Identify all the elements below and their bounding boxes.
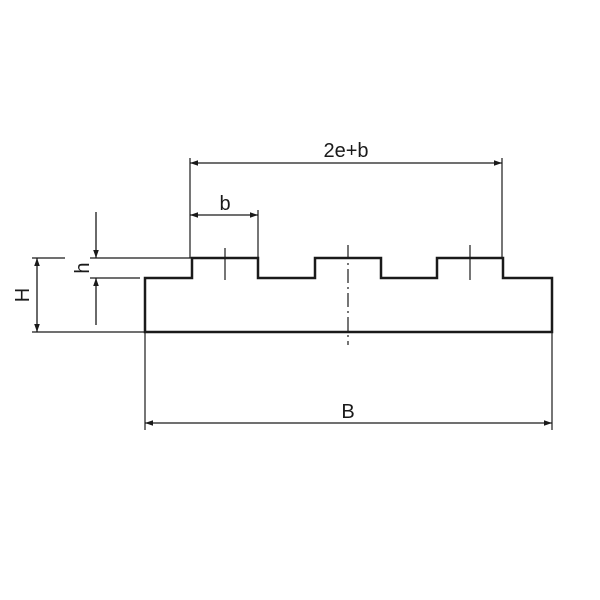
pitch-label: 2e+b <box>323 140 368 162</box>
total-width-label: B <box>341 401 354 423</box>
rack-profile <box>143 256 554 334</box>
extension-lines <box>32 158 553 430</box>
total-height-label: H <box>12 288 34 302</box>
centerlines <box>224 245 471 345</box>
tooth-height-label: h <box>72 262 94 273</box>
tooth-width-label: b <box>219 193 230 215</box>
